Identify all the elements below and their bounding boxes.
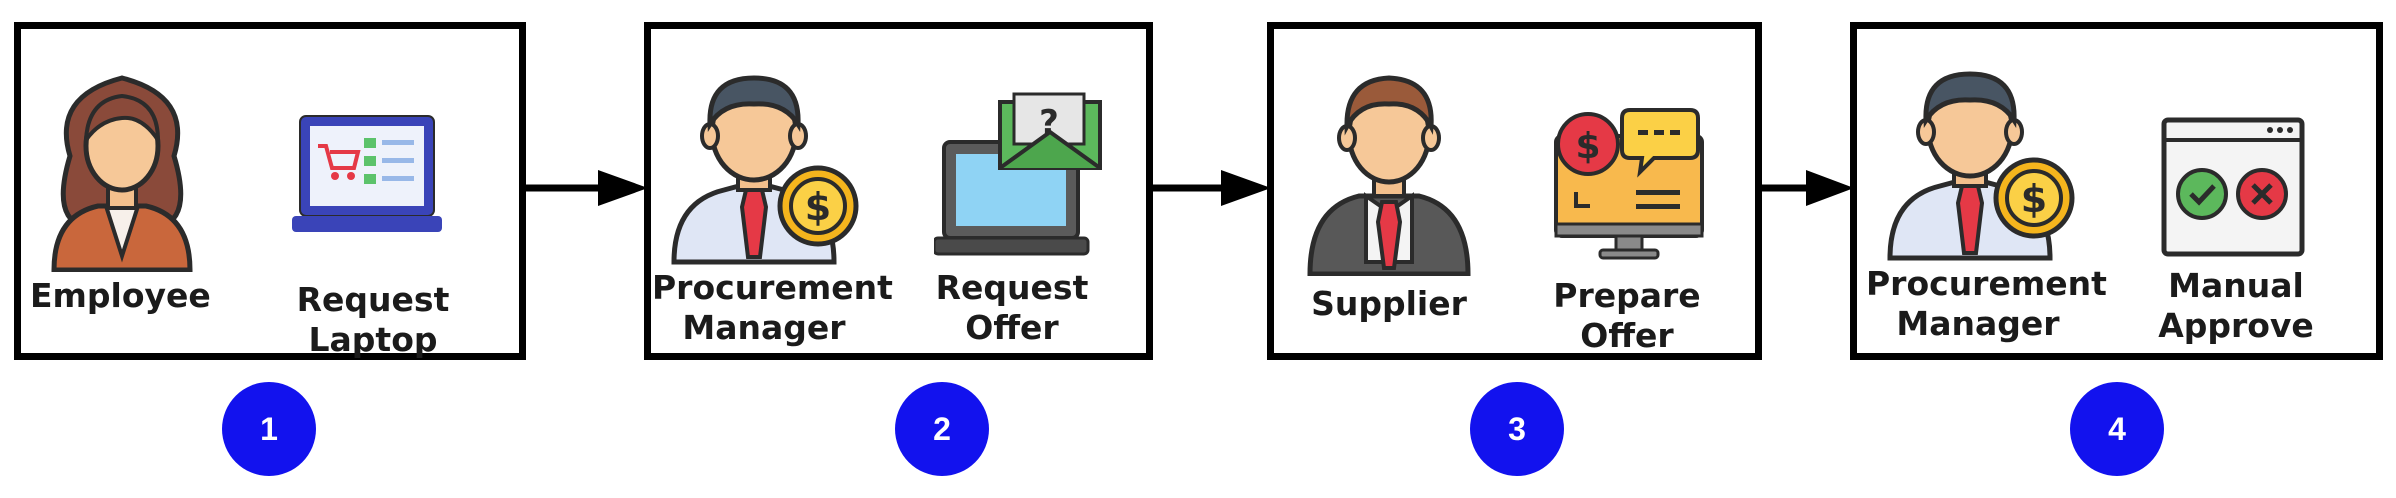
laptop-envelope-question-icon: ? [934,92,1102,256]
arrow-2-to-3 [1149,170,1271,206]
arrow-1-to-2 [522,170,648,206]
employee-woman-icon [51,75,193,272]
step-4-actor-label: Procurement Manager [1866,264,2107,343]
step-4-action-label: Manual Approve [2158,266,2314,345]
step-2-action-label: Request Offer [935,268,1089,347]
step-2-actor-label: Procurement Manager [652,268,893,347]
laptop-shopping-cart-icon [292,115,442,232]
svg-text:$: $ [1575,126,1600,167]
step-number-1: 1 [222,382,316,476]
step-1-actor-label: Employee [30,276,211,315]
step-number-2: 2 [895,382,989,476]
window-approve-reject-icon [2161,117,2305,257]
monitor-dollar-chat-icon: $ [1554,108,1704,260]
arrow-3-to-4 [1758,170,1854,206]
step-number-3: 3 [1470,382,1564,476]
supplier-man-icon [1307,75,1471,276]
step-3-actor-label: Supplier [1311,284,1467,323]
procurement-manager-dollar-icon [664,62,864,268]
step-number-4: 4 [2070,382,2164,476]
step-1-action-label: Request Laptop [296,280,450,359]
step-3-action-label: Prepare Offer [1553,276,1701,355]
procurement-manager-dollar-icon [1880,58,2080,264]
